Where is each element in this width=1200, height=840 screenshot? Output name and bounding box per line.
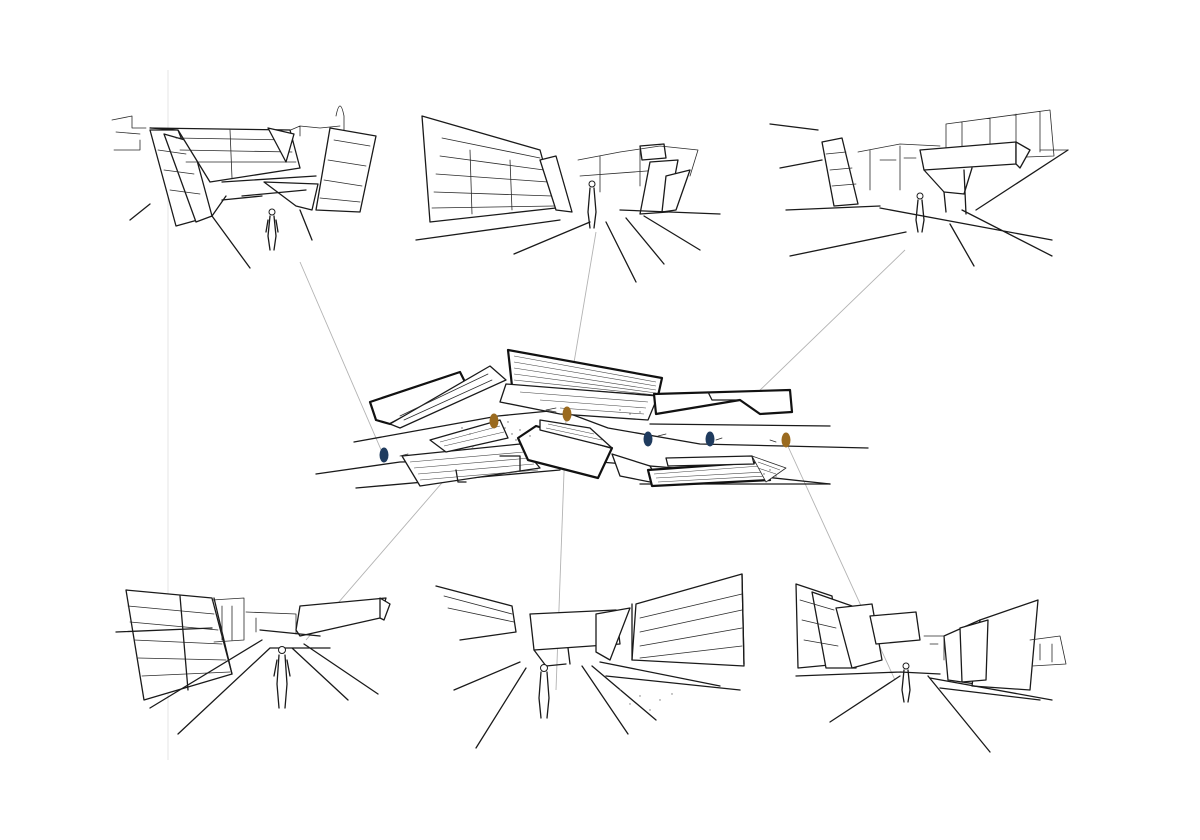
viewpoint-marker-gold [562, 406, 572, 422]
human-figure [538, 664, 550, 719]
viewpoint-marker-blue [705, 431, 715, 447]
human-figure [915, 192, 925, 233]
perspective-sketch-bottom-left [115, 589, 391, 735]
perspective-sketch-top-right [769, 109, 1069, 267]
human-figure [901, 662, 911, 703]
perspective-sketch-bottom-right [795, 583, 1067, 753]
perspective-sketch-top-left [111, 105, 377, 269]
viewpoint-marker-gold [489, 413, 499, 429]
viewpoint-markers [379, 406, 791, 463]
plan-block-upper-right [652, 388, 794, 416]
leader-line-top-right [754, 249, 906, 396]
central-site-plan [315, 348, 869, 489]
human-figure [273, 646, 291, 709]
leader-line-top-left [299, 261, 383, 453]
plan-block-lower-left [401, 443, 541, 487]
perspective-sketch-top-center [415, 115, 721, 283]
hatching [513, 355, 657, 396]
viewpoint-marker-gold [781, 432, 791, 448]
human-figure [587, 180, 597, 229]
floating-slab [295, 597, 387, 637]
main-path-line [353, 409, 869, 449]
viewpoint-marker-blue [379, 447, 389, 463]
stipple-texture [461, 409, 777, 477]
perspective-sketch-bottom-center [435, 573, 745, 749]
viewpoint-marker-blue [643, 431, 653, 447]
human-figure [265, 208, 279, 251]
